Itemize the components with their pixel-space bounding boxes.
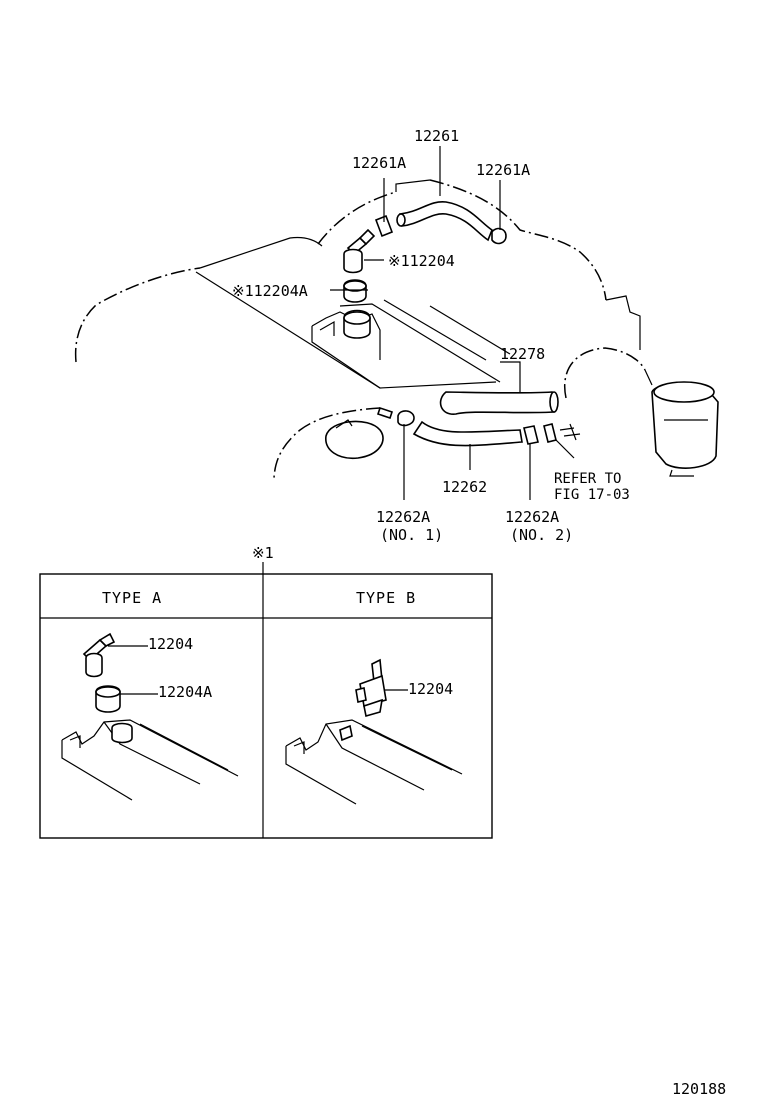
type-a-label-12204: 12204 — [148, 635, 193, 653]
figure-number: 120188 — [672, 1080, 726, 1098]
reservoir-cap-part — [651, 381, 719, 477]
label-12261a-left: 12261A — [352, 154, 406, 172]
label-refer-to: REFER TO — [554, 471, 621, 487]
label-fig-17-03: FIG 17-03 — [554, 487, 630, 503]
hose-12261 — [396, 201, 493, 242]
grommet-112204a — [343, 279, 367, 303]
engine-outline — [74, 179, 653, 479]
detail-box: ※1 TYPE A TYPE B — [39, 544, 493, 839]
clamp-12262a-no1 — [376, 406, 415, 427]
type-b-drawing: 12204 — [285, 658, 463, 805]
leader-lines — [330, 146, 575, 500]
label-112204: ※112204 — [388, 252, 455, 270]
type-b-label-12204: 12204 — [408, 680, 453, 698]
label-12262a-no2: 12262A — [505, 508, 559, 526]
label-12261a-right: 12261A — [476, 161, 530, 179]
label-12262: 12262 — [442, 478, 487, 496]
label-12261: 12261 — [414, 127, 459, 145]
clamp-12262a-no2 — [523, 423, 557, 445]
label-12278: 12278 — [500, 345, 545, 363]
hose-12278 — [439, 391, 559, 415]
type-a-header: TYPE A — [102, 589, 162, 607]
type-a-drawing: 12204 12204A — [61, 632, 239, 801]
type-b-header: TYPE B — [356, 589, 416, 607]
label-12262a-no1: 12262A — [376, 508, 430, 526]
label-12262a-no2-sub: (NO. 2) — [510, 526, 573, 544]
type-a-label-12204a: 12204A — [158, 683, 212, 701]
fitting-ref-17-03 — [559, 423, 581, 441]
label-12262a-no1-sub: (NO. 1) — [380, 526, 443, 544]
clamp-12261a-left — [374, 214, 394, 238]
clamp-12261a-right — [491, 227, 507, 245]
detail-marker: ※1 — [252, 544, 274, 562]
pcv-valve-112204 — [343, 228, 376, 274]
label-112204a: ※112204A — [232, 282, 308, 300]
part-labels: 12261 12261A 12261A ※112204 ※112204A 122… — [232, 127, 630, 544]
hose-12262 — [412, 420, 523, 447]
